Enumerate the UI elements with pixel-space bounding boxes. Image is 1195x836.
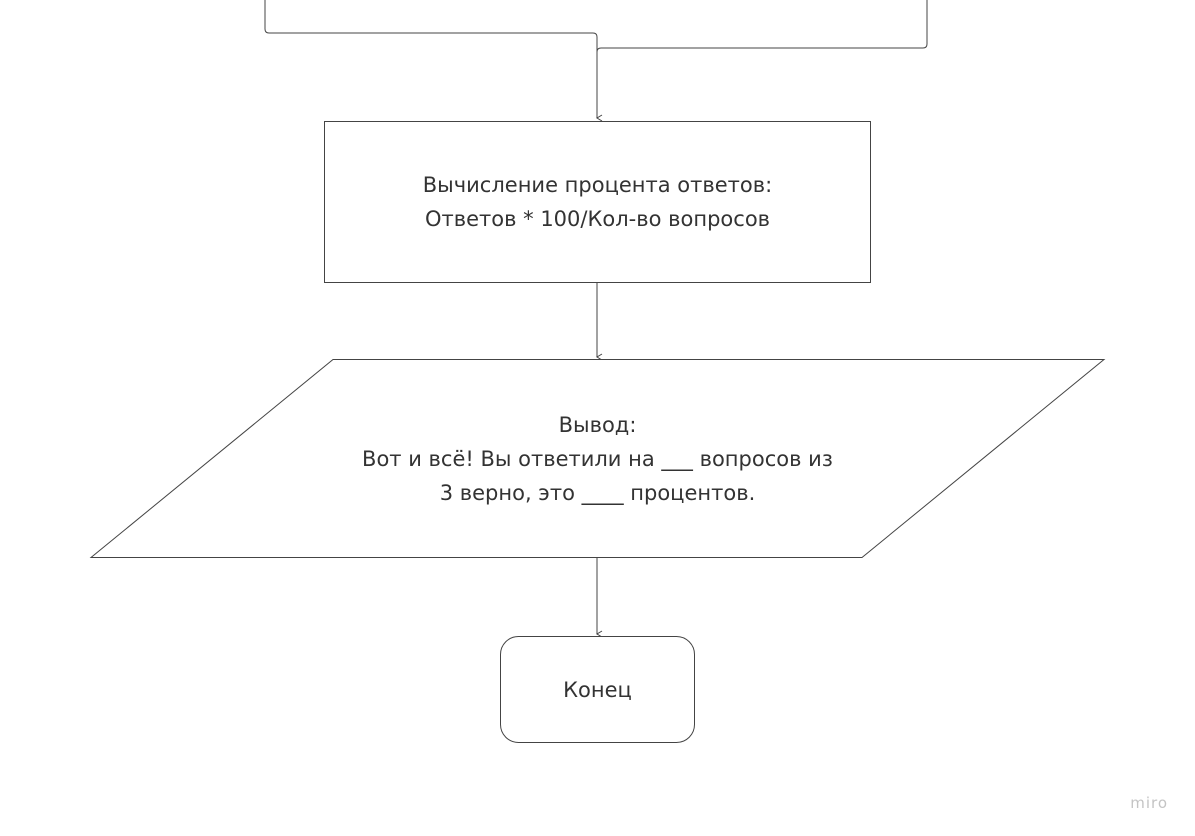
miro-watermark: miro — [1130, 794, 1168, 812]
process-box[interactable] — [324, 121, 871, 283]
output-box-line-1: Вывод: — [558, 412, 637, 437]
output-box-line-3: 3 верно, это ____ процентов. — [439, 480, 756, 505]
incoming-connector-left — [264, 0, 603, 122]
end-terminator[interactable] — [500, 636, 695, 743]
output-parallelogram[interactable] — [89, 359, 1106, 558]
process-box-line-1: Вычисление процента ответов: — [422, 173, 773, 197]
incoming-connector-right — [596, 0, 928, 53]
end-terminator-label: Конец — [563, 677, 632, 702]
process-box-line-2: Ответов * 100/Кол-во вопросов — [424, 207, 771, 231]
output-box-text: Вывод: Вот и всё! Вы ответили на ___ воп… — [290, 360, 905, 557]
process-box-text: Вычисление процента ответов: Ответов * 1… — [325, 122, 870, 282]
end-terminator-text: Конец — [501, 637, 694, 742]
output-box-line-2: Вот и всё! Вы ответили на ___ вопросов и… — [362, 446, 833, 471]
